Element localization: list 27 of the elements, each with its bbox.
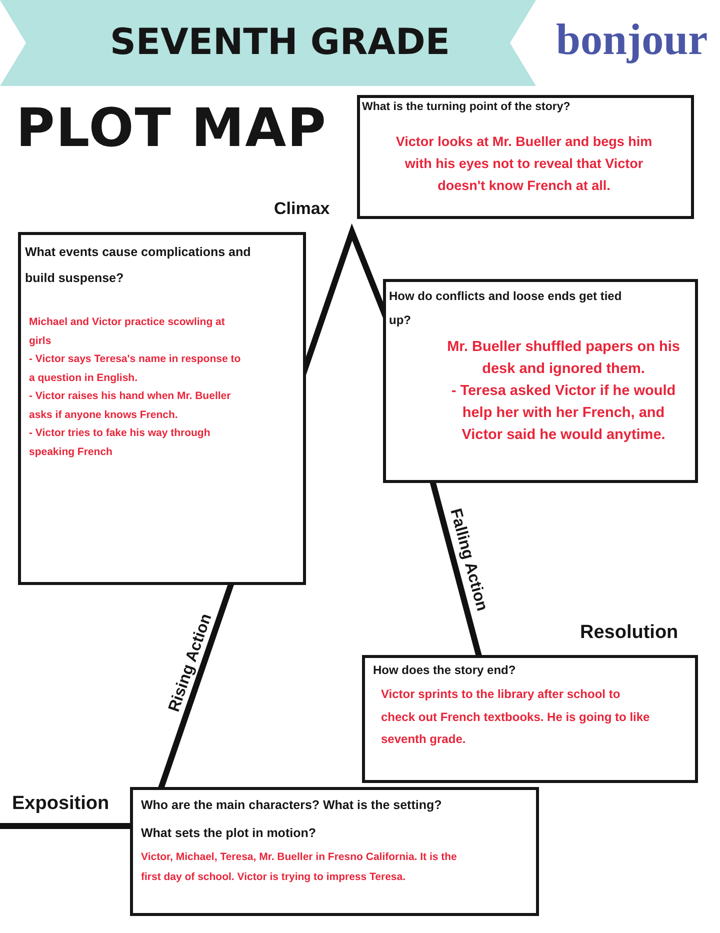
question-text: How does the story end? [373,662,517,679]
answer-text: Victor, Michael, Teresa, Mr. Bueller in Fresno California. It is the first day of school. Victor is trying to impress Teresa. [141,850,458,884]
question-box [362,655,698,783]
answer-text: - Victor says Teresa's name in response to a question in English. [29,352,242,386]
question-box [357,95,694,219]
question-text: What is the turning point of the story? [362,100,572,115]
question-text: What events cause complications and build suspense? [25,244,252,287]
page-title: PLOT MAP [16,98,327,159]
stage-label: Resolution [580,622,678,644]
banner-title: SEVENTH GRADE [110,22,450,63]
answer-text: - Victor tries to fake his way through speaking French [29,426,212,460]
answer-text: - Teresa asked Victor if he would help her with her French, and Victor said he would anytime. [450,382,677,445]
question-text: Who are the main characters? What is the setting? [141,797,443,814]
question-text: What sets the plot in motion? [141,825,317,842]
answer-text: - Victor raises his hand when Mr. Bueller asks if anyone knows French. [29,389,232,422]
answer-text: Victor sprints to the library after school to check out French textbooks. He is going to like seventh grade. [381,686,651,748]
answer-text: Mr. Bueller shuffled papers on his desk and ignored them. [446,338,681,379]
answer-text: Michael and Victor practice scowling at girls [29,315,226,348]
question-box [383,279,698,483]
question-text: How do conflicts and loose ends get tied up? [389,288,623,329]
answer-text: Victor looks at Mr. Bueller and begs him with his eyes not to reveal that Victor doesn't know French at all. [394,133,654,195]
decorative-lettering: bonjour [556,14,708,65]
stage-label: Climax [274,199,330,219]
stage-label: Exposition [12,793,110,815]
question-box [18,232,306,585]
question-box [130,787,539,916]
stage-label: Falling Action [446,506,490,614]
